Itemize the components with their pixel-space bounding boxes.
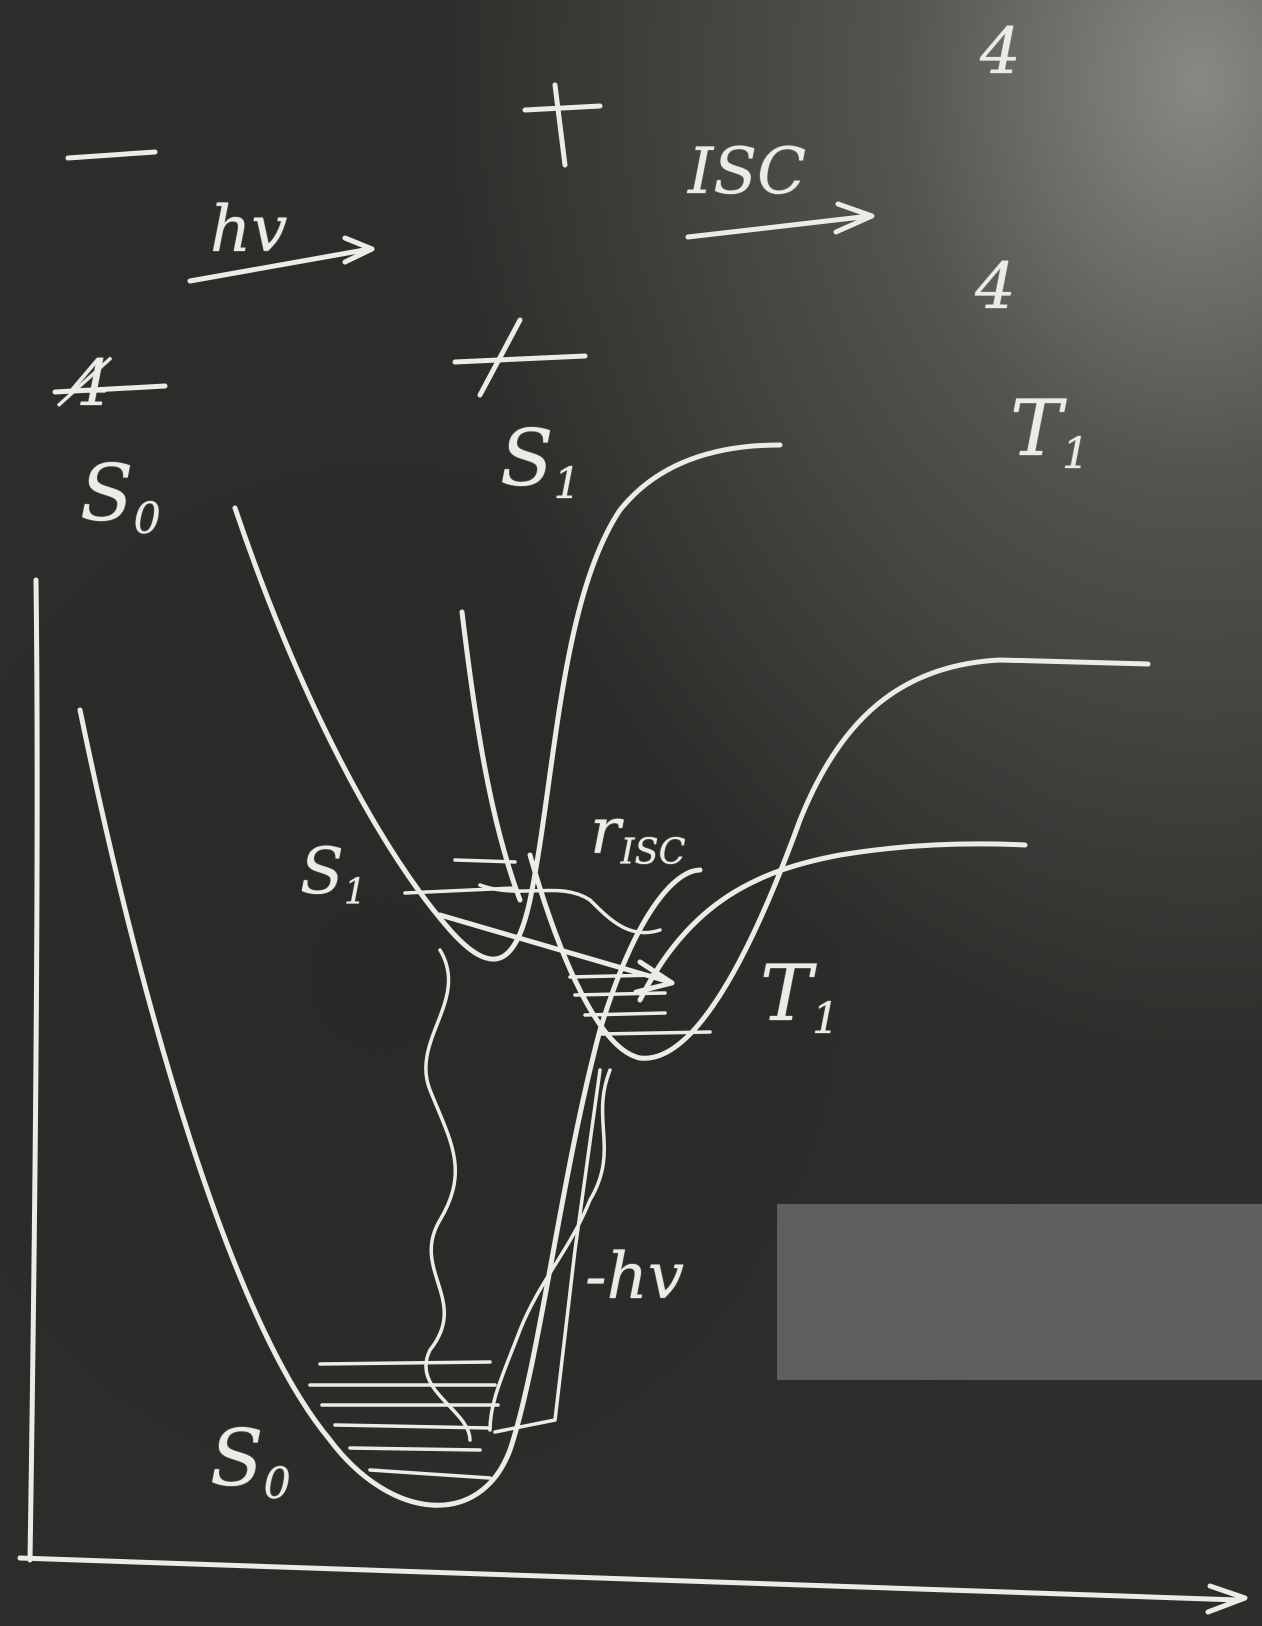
s0-spin-pair-line [52,383,168,395]
upper-dissociation-curve [637,841,1028,1003]
s1-spin-up-line [522,103,603,113]
s1-curve-label: S1 [300,835,367,913]
t1-vibrational-level [598,1030,712,1036]
emission-label: -hv [585,1240,684,1314]
s1-spin-pair-line [452,353,588,365]
isc-top-arrow-shaft [685,213,873,240]
s1-vibrational-level [453,858,517,864]
isc-top-arrowhead [833,201,875,235]
t1-spin-mark-top: 4 [980,15,1021,89]
top-minus-dash [65,149,158,161]
t1-spin-mark: 4 [975,250,1016,324]
s0-curve [77,707,703,1508]
t1-top-label: T1 [1010,384,1090,479]
isc-arrowhead [633,959,675,995]
isc-arrow [437,912,673,985]
s0-spin-mark: 4̸ [70,347,111,421]
s1-spin-pair-slash [477,317,523,398]
s0-vibrational-level [368,1468,492,1480]
x-axis-arrowhead [1205,1583,1248,1615]
s0-vibrational-level [318,1360,492,1366]
s0-vibrational-level [348,1446,482,1452]
s1-nonradiative-wave [424,948,472,1442]
s1-vertical-line [459,609,523,903]
hv-arrowhead [342,235,375,265]
s0-top-label: S0 [80,449,161,544]
redacted-region [777,1204,1262,1380]
hv-arrow-shaft [187,246,373,284]
hv-arrow-label: hv [210,193,288,267]
s0-curve-label: S0 [210,1414,291,1509]
s0-vibrational-level [333,1423,492,1430]
risc-label: rISC [590,795,686,873]
y-axis [27,577,40,1563]
s1-spin-up-arrow [552,82,568,168]
t1-curve-label: T1 [760,949,840,1044]
t1-curve [527,657,1151,1061]
isc-arrow-label: ISC [688,135,807,209]
t1-vibrational-level [573,991,667,997]
phosphorescence-line [493,1068,602,1434]
s1-curve [232,442,783,962]
t1-vibrational-level [583,1011,667,1017]
t1-nonradiative-wave [488,1068,612,1432]
s1-top-label: S1 [500,414,581,509]
isc-wavy-path [478,883,662,935]
x-axis [17,1555,1241,1603]
